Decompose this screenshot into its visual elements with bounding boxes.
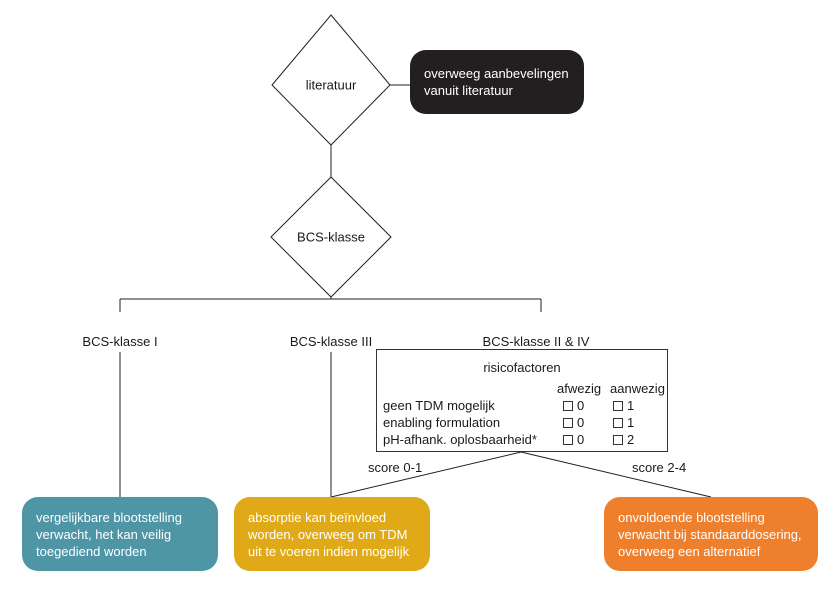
checkbox-icon [613,401,623,411]
risk-row-absent-score: 0 [577,398,585,413]
risk-col-absent: afwezig [557,381,602,396]
risk-row: pH-afhank. oplosbaarheid* 0 2 [383,432,663,448]
outcome-orange-line-3: overweeg een alternatief [618,543,761,559]
risk-row-present-score: 2 [627,432,635,447]
risk-row-present-score: 1 [627,415,635,430]
risk-row-absent-score: 0 [577,415,585,430]
checkbox-icon [563,418,573,428]
literatuur-label: literatuur [305,77,357,93]
score-low-label: score 0-1 [368,460,423,475]
risk-row-absent-score: 0 [577,432,585,447]
risk-factor-table: risicofactoren afwezig aanwezig geen TDM… [376,349,668,452]
risk-to-yellow-line [330,451,522,498]
checkbox-icon [613,418,623,428]
outcome-box-yellow: absorptie kan beïnvloed worden, overweeg… [234,497,430,571]
branch-label-klasse-3: BCS-klasse III [289,334,373,349]
risk-row: enabling formulation 0 1 [383,415,663,431]
outcome-orange-line-2: verwacht bij standaarddosering, [618,526,802,542]
risk-to-orange-line [520,451,712,498]
literature-recommendation-box: overweeg aanbevelingen vanuit literatuur [410,50,584,114]
outcome-teal-line-2: verwacht, het kan veilig [36,526,172,542]
literature-box-line-2: vanuit literatuur [424,83,513,98]
checkbox-icon [563,435,573,445]
risk-row-name: enabling formulation [383,415,501,430]
risk-col-present: aanwezig [610,381,665,396]
outcome-box-teal: vergelijkbare blootstelling verwacht, he… [22,497,218,571]
checkbox-icon [563,401,573,411]
outcome-teal-line-1: vergelijkbare blootstelling [36,509,182,525]
risk-row-name: geen TDM mogelijk [383,398,495,413]
checkbox-icon [613,435,623,445]
score-high-label: score 2-4 [632,460,687,475]
literature-box-line-1: overweeg aanbevelingen [424,66,569,81]
risk-row-name: pH-afhank. oplosbaarheid* [383,432,537,447]
risk-table-title: risicofactoren [483,360,561,375]
outcome-orange-line-1: onvoldoende blootstelling [618,509,765,525]
branch-label-klasse-2-4: BCS-klasse II & IV [482,334,590,349]
branch-label-klasse-1: BCS-klasse I [82,334,158,349]
outcome-yellow-line-3: uit te voeren indien mogelijk [248,543,410,559]
outcome-box-orange: onvoldoende blootstelling verwacht bij s… [604,497,818,571]
outcome-yellow-line-2: worden, overweeg om TDM [248,526,408,542]
outcome-yellow-line-1: absorptie kan beïnvloed [248,509,387,525]
bcs-klasse-label: BCS-klasse [297,229,365,245]
outcome-teal-line-3: toegediend worden [36,543,147,559]
risk-row: geen TDM mogelijk 0 1 [383,398,663,414]
risk-row-present-score: 1 [627,398,635,413]
